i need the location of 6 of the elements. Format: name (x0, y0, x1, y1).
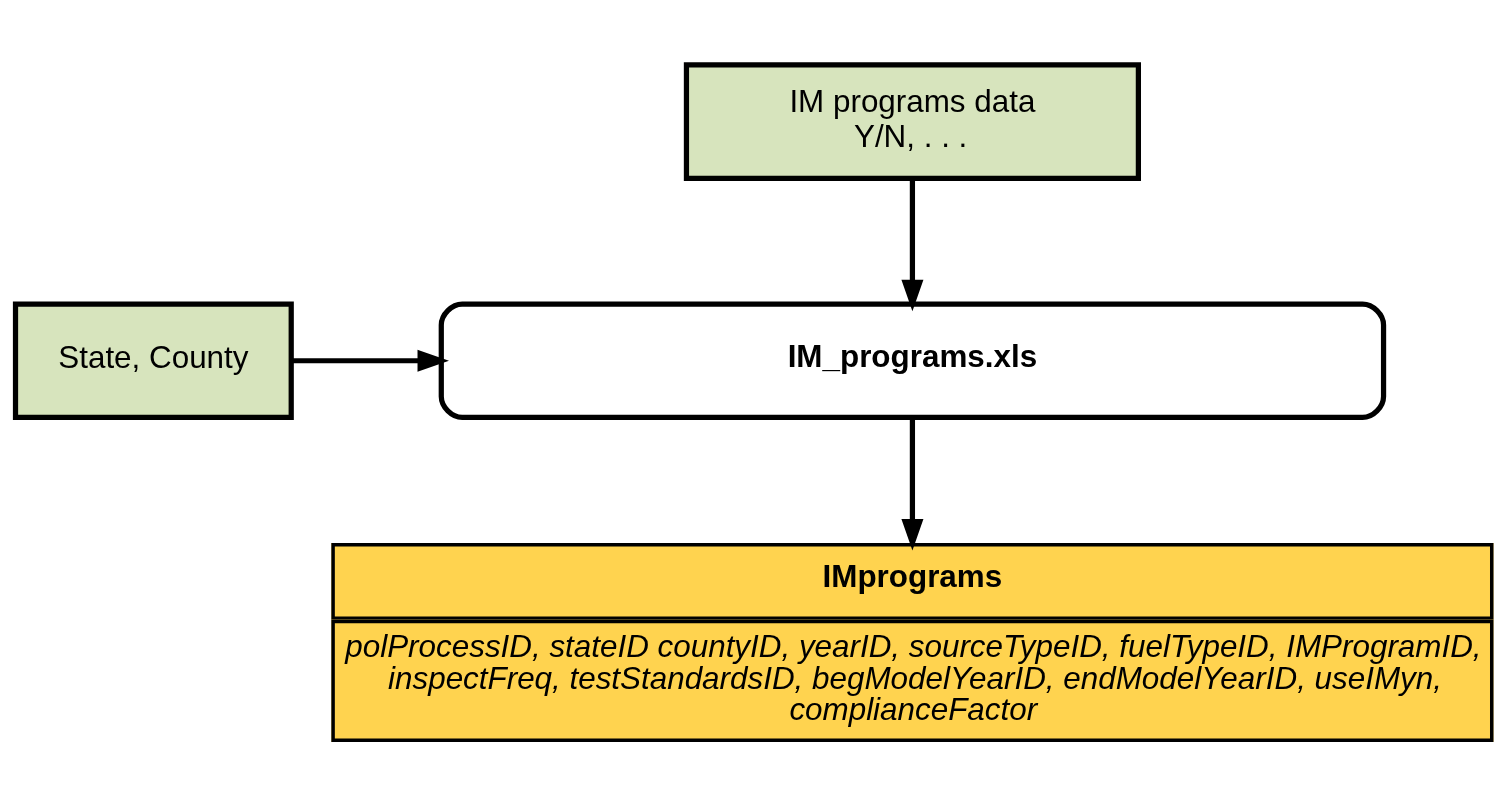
node-box: State, County (12, 300, 294, 420)
node-box: IM programs data Y/N, . . . (683, 61, 1141, 181)
arrow (901, 178, 924, 311)
arrow (291, 349, 449, 372)
node-box: IM_programs.xls (438, 300, 1387, 420)
arrow (901, 417, 924, 550)
